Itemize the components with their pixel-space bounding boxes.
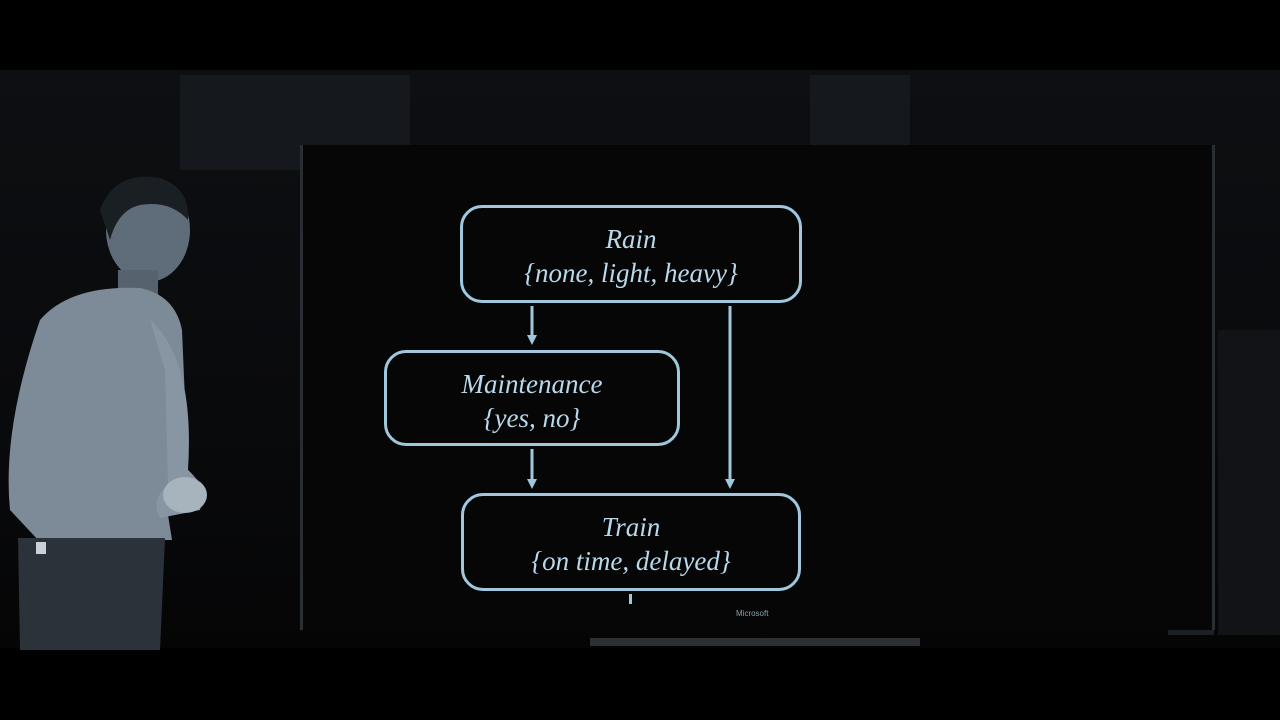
floor	[0, 648, 1280, 720]
node-rain: Rain {none, light, heavy}	[460, 205, 802, 303]
node-train-title: Train	[601, 512, 661, 542]
node-train-values: {on time, delayed}	[531, 546, 731, 576]
node-maintenance-values: {yes, no}	[483, 403, 581, 433]
projection-screen	[300, 145, 1215, 630]
node-rain-title: Rain	[605, 224, 657, 254]
node-maintenance-title: Maintenance	[461, 369, 603, 399]
presenter	[8, 176, 207, 650]
microsoft-logo-text: Microsoft	[736, 609, 769, 618]
room-wall-panel-right	[810, 75, 910, 145]
slide-tick-mark	[629, 594, 632, 604]
node-rain-values: {none, light, heavy}	[524, 258, 738, 288]
node-train: Train {on time, delayed}	[461, 493, 801, 591]
node-maintenance: Maintenance {yes, no}	[384, 350, 680, 446]
screen-lower-edge	[590, 638, 920, 646]
room-pillar-far-right	[1218, 330, 1280, 635]
